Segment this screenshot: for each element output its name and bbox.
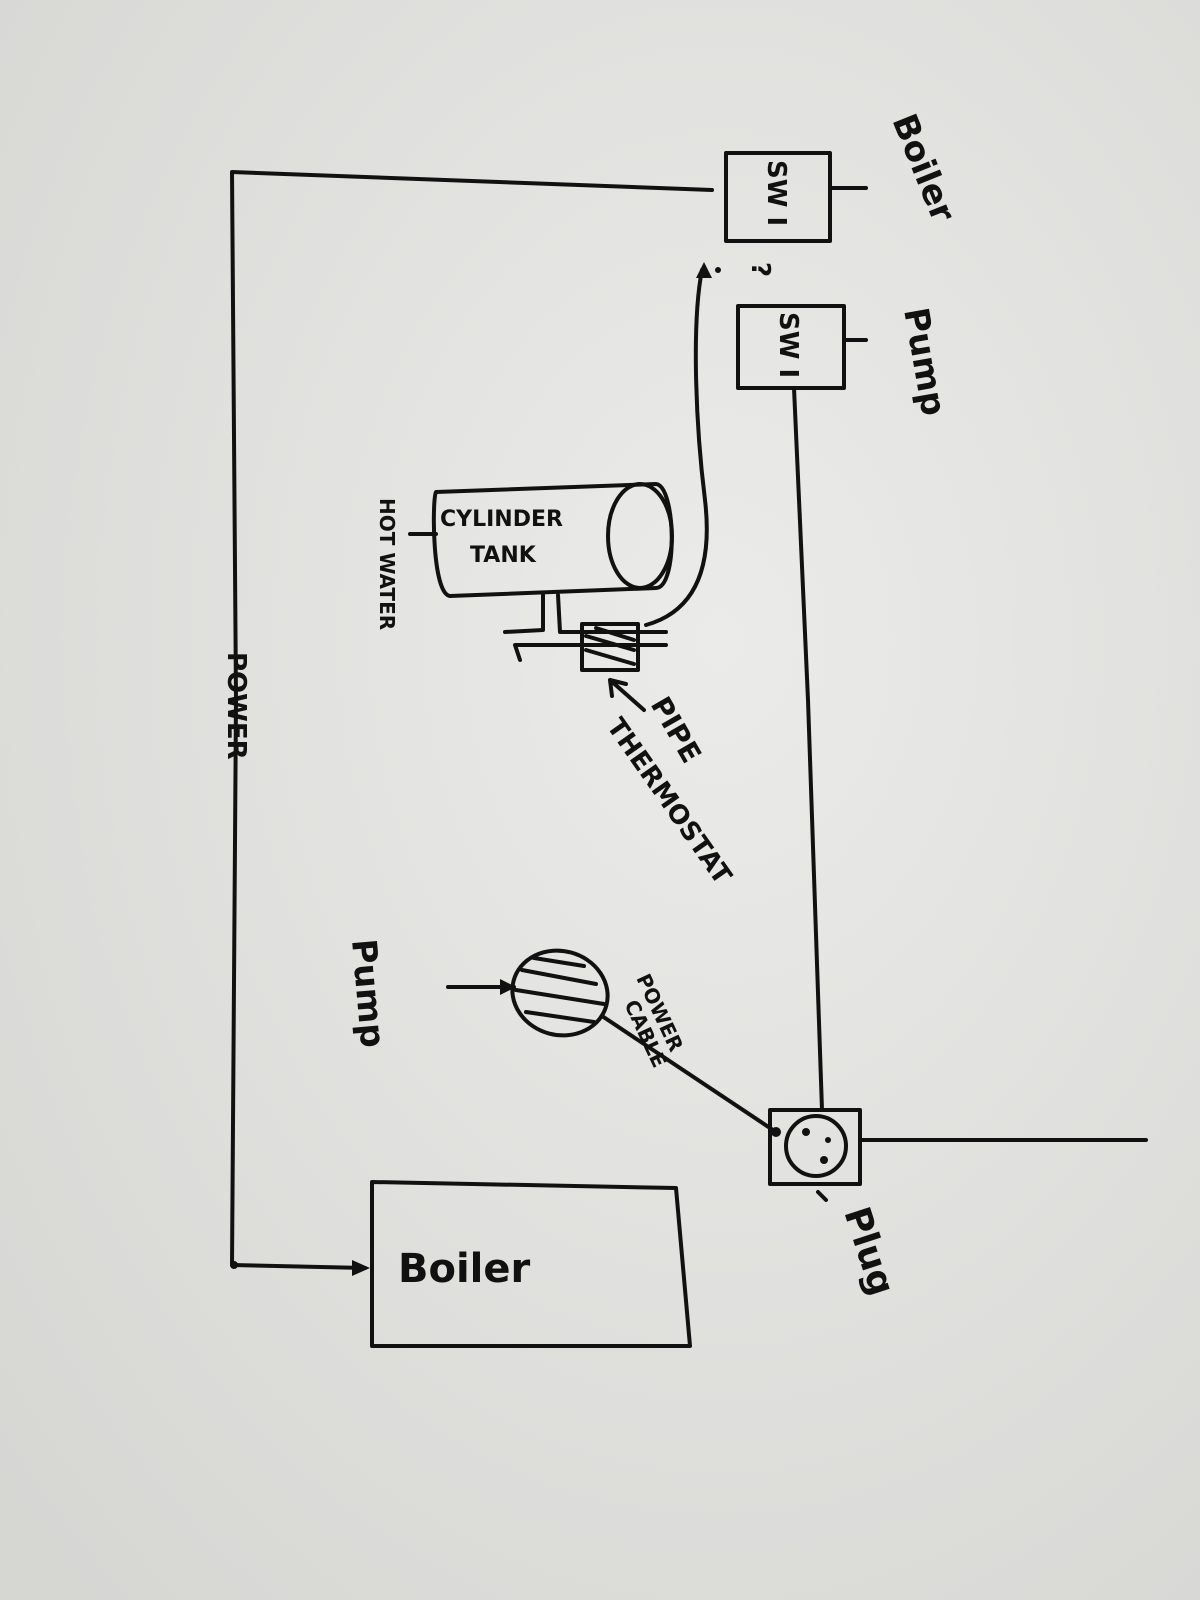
- power-wire: [230, 170, 714, 1270]
- cylinder-tank-label-1: CYLINDER: [440, 507, 563, 532]
- boiler-box: [370, 1180, 692, 1348]
- power-junction-dot: [230, 1261, 238, 1269]
- switch-2-label: SW I: [773, 312, 803, 378]
- hot-water-label: HOT WATER: [375, 498, 399, 630]
- pipe-thermostat-arrow: [608, 678, 646, 712]
- plug-pin-3: [825, 1137, 831, 1143]
- pump-switch-wire: [792, 386, 824, 1112]
- cylinder-tank-end: [606, 482, 674, 590]
- plug-box: [768, 1108, 862, 1186]
- junction-dot: [715, 267, 721, 273]
- pipe-thermostat-hatching: [584, 626, 636, 666]
- plug-pin-2: [820, 1156, 828, 1164]
- power-label: POWER: [221, 652, 251, 760]
- boiler-switch-box: [724, 151, 832, 243]
- plug-pin-1: [802, 1128, 810, 1136]
- pipe-thermostat: [580, 622, 640, 672]
- thermostat-wire-arrow: [696, 262, 712, 278]
- plug-socket: [784, 1114, 848, 1178]
- pump-switch-box: [736, 304, 846, 390]
- cylinder-tank-label-2: TANK: [470, 543, 537, 568]
- boiler-label: Boiler: [398, 1246, 531, 1292]
- pump-label: Pump: [343, 937, 392, 1049]
- pump-inlet-arrowhead: [500, 979, 516, 995]
- plug-label-leader: [816, 1190, 828, 1202]
- question-mark: ?: [745, 262, 775, 277]
- pump-hatching: [514, 956, 606, 1024]
- thermostat-wire: [644, 268, 709, 627]
- switch-1-label: SW I: [761, 160, 791, 226]
- power-arrow: [352, 1260, 370, 1276]
- cylinder-tank: [431, 482, 674, 598]
- pump-symbol: [510, 948, 610, 1038]
- tank-pipes: [503, 593, 668, 662]
- power-cable: [600, 1014, 778, 1134]
- plug-junction-dot: [771, 1127, 781, 1137]
